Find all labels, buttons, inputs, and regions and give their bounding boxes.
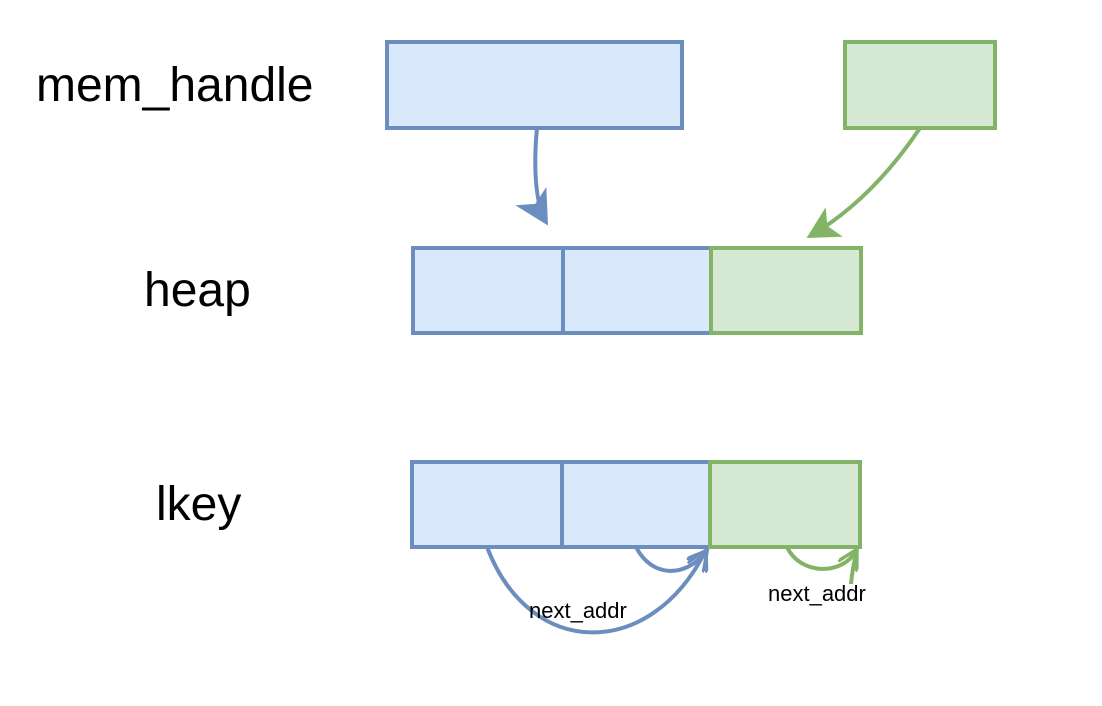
row-label-heap: heap xyxy=(144,264,251,317)
mem-handle-blue-block xyxy=(385,40,684,130)
arrow-mem-handle-to-heap-blue xyxy=(515,127,549,226)
row-label-lkey: lkey xyxy=(156,478,241,531)
arrow-lkey-blue-long-next xyxy=(485,546,705,635)
arrow-lkey-blue-short-next xyxy=(634,546,706,571)
arrow-lkey-green-tail xyxy=(849,549,859,585)
edge-label-green-next-addr: next_addr xyxy=(768,581,866,606)
mem-handle-green-block xyxy=(843,40,997,130)
heap-blue-cell-2 xyxy=(561,246,713,335)
heap-green-cell xyxy=(709,246,863,335)
arrow-mem-handle-to-heap-green xyxy=(806,126,922,239)
heap-blue-cell-1 xyxy=(411,246,565,335)
lkey-blue-cell-1 xyxy=(410,460,564,549)
lkey-blue-cell-2 xyxy=(560,460,712,549)
row-label-mem-handle: mem_handle xyxy=(36,59,314,112)
edge-label-blue-next-addr: next_addr xyxy=(529,598,627,623)
arrow-lkey-green-next xyxy=(785,546,856,569)
lkey-green-cell xyxy=(708,460,862,549)
